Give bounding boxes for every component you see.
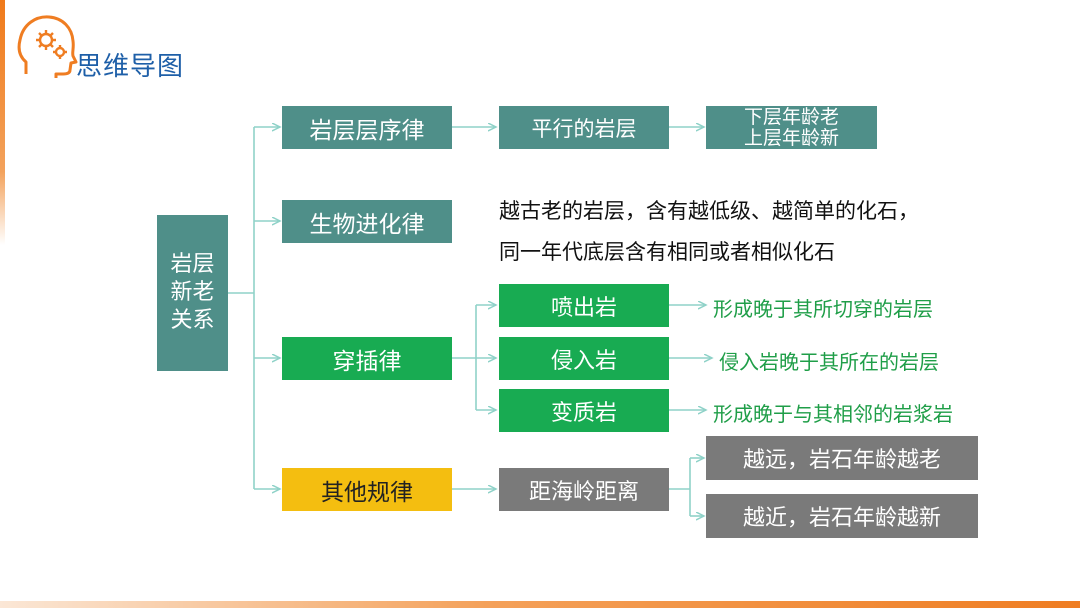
- node-label: 平行的岩层: [531, 116, 637, 141]
- result-line: 上层年龄新: [743, 126, 839, 149]
- extrusive-rock-note: 形成晚于其所切穿的岩层: [713, 297, 933, 321]
- root-line: 岩层: [170, 252, 215, 277]
- intrusive-rock-node: 侵入岩: [499, 337, 669, 380]
- root-line: 关系: [170, 308, 215, 333]
- node-label: 越近，岩石年龄越新: [742, 506, 941, 531]
- farther-older-node: 越远，岩石年龄越老: [706, 436, 978, 480]
- ridge-distance-node: 距海岭距离: [499, 468, 669, 511]
- head-gears-logo-icon: [17, 15, 78, 78]
- metamorphic-rock-node: 变质岩: [499, 389, 669, 432]
- strata-age-result-node: 下层年龄老 上层年龄新: [706, 106, 877, 149]
- node-label: 变质岩: [550, 400, 617, 426]
- page-title: 思维导图: [76, 52, 185, 82]
- intrusive-rock-note: 侵入岩晚于其所在的岩层: [719, 350, 939, 374]
- root-node-rock-age-relations: 岩层 新老 关系: [157, 215, 228, 371]
- metamorphic-rock-note: 形成晚于与其相邻的岩浆岩: [713, 402, 953, 426]
- branch-superposition-law: 岩层层序律: [282, 106, 452, 149]
- root-line: 新老: [170, 280, 215, 305]
- branch-label: 生物进化律: [309, 211, 425, 238]
- node-label: 距海岭距离: [528, 479, 639, 505]
- evolution-description-line-2: 同一年代底层含有相同或者相似化石: [499, 240, 835, 264]
- extrusive-rock-node: 喷出岩: [499, 284, 669, 327]
- branch-label: 其他规律: [321, 479, 413, 506]
- branch-label: 岩层层序律: [309, 117, 425, 144]
- left-accent-bar: [0, 0, 5, 245]
- bottom-accent-bar: [0, 601, 1080, 608]
- parallel-strata-node: 平行的岩层: [499, 106, 669, 149]
- branch-label: 穿插律: [332, 348, 402, 375]
- branch-cross-cutting-law: 穿插律: [282, 337, 452, 380]
- result-line: 下层年龄老: [743, 105, 839, 128]
- branch-other-rules: 其他规律: [282, 468, 452, 511]
- node-label: 喷出岩: [550, 295, 617, 321]
- nearer-younger-node: 越近，岩石年龄越新: [706, 494, 978, 538]
- evolution-description-line-1: 越古老的岩层，含有越低级、越简单的化石，: [499, 199, 919, 223]
- node-label: 侵入岩: [550, 348, 617, 374]
- node-label: 越远，岩石年龄越老: [742, 448, 941, 473]
- branch-biological-evolution-law: 生物进化律: [282, 200, 452, 243]
